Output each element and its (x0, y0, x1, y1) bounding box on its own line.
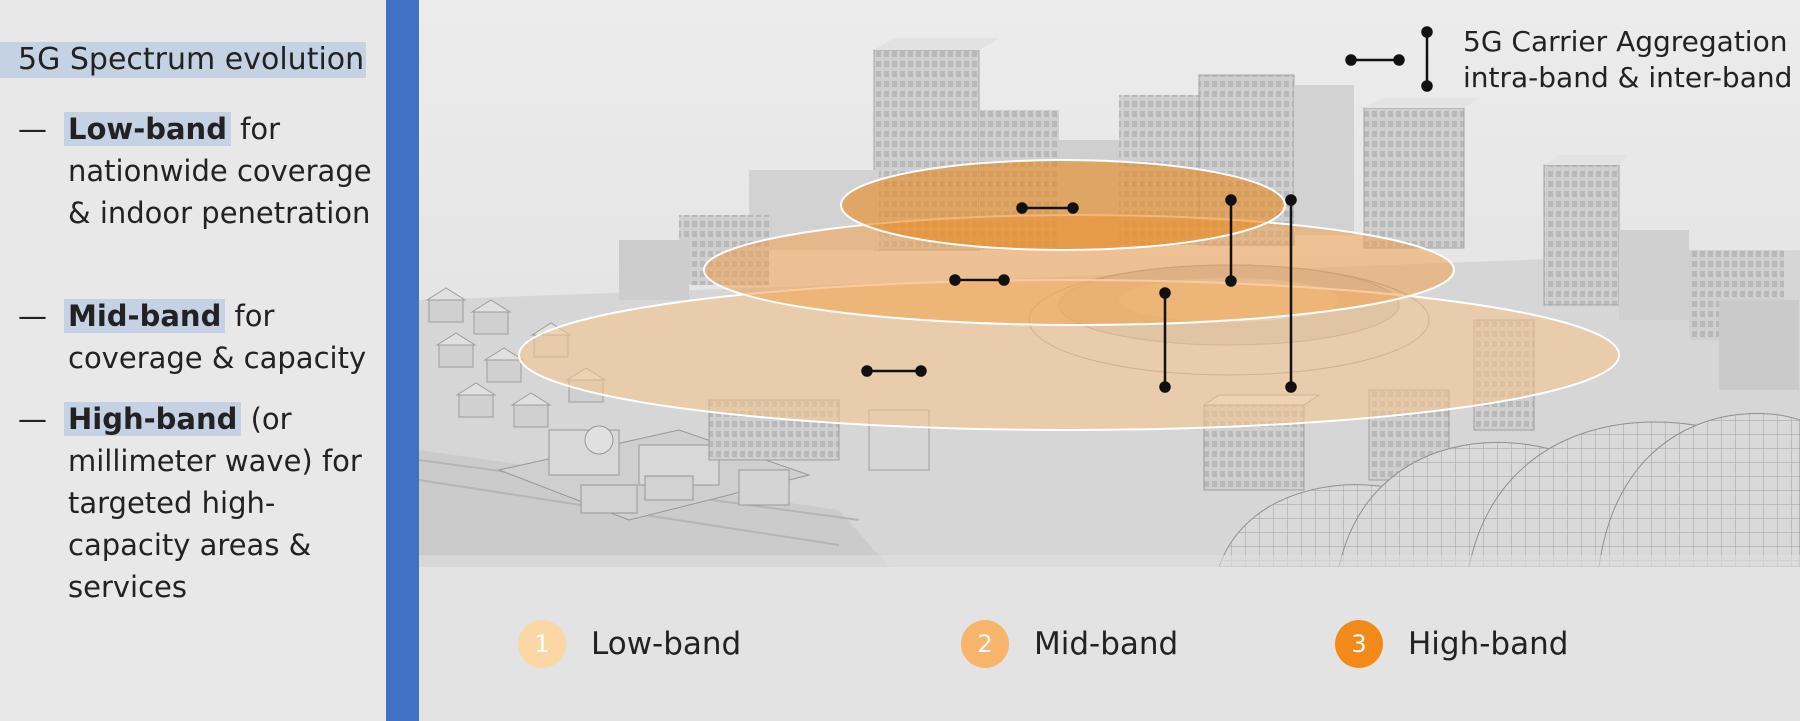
bullet-dash: — (18, 112, 47, 146)
legend-label-mid-band: Mid-band (1034, 626, 1179, 662)
city-spectrum-illustration (419, 0, 1800, 567)
intra-band-aggregation-markers (861, 202, 1079, 377)
carrier-aggregation-line-1: 5G Carrier Aggregation (1463, 25, 1788, 58)
bullet-high-band: — High-band (or millimeter wave) for tar… (0, 398, 372, 608)
carrier-aggregation-line-2: intra-band & inter-band (1463, 61, 1793, 94)
train-station-roofs (1218, 412, 1800, 567)
carrier-aggregation-icon (1345, 26, 1433, 92)
bullet-low-band: — Low-band for nationwide coverage & ind… (0, 108, 372, 234)
text-panel: 5G Spectrum evolution — Low-band for nat… (0, 0, 386, 721)
carrier-aggregation-label: 5G Carrier Aggregation intra-band & inte… (1463, 24, 1792, 96)
bullet-dash: — (18, 299, 47, 333)
bullet-term-high-band: High-band (64, 402, 242, 436)
slide-title: 5G Spectrum evolution (0, 42, 366, 78)
bullet-term-low-band: Low-band (64, 112, 231, 146)
bullet-term-mid-band: Mid-band (64, 299, 226, 333)
bullet-text-mid-band: for coverage & capacity (68, 299, 367, 375)
high-band-coverage-disc (840, 159, 1286, 251)
accent-divider-bar (386, 0, 419, 721)
bullet-dash: — (18, 402, 47, 436)
bullet-text-high-band: (or millimeter wave) for targeted high-c… (68, 402, 362, 604)
bullet-mid-band: — Mid-band for coverage & capacity (0, 295, 372, 379)
legend-badge-1: 1 (518, 620, 566, 668)
bullet-text-low-band: for nationwide coverage & indoor penetra… (68, 112, 372, 230)
legend-label-high-band: High-band (1408, 626, 1569, 662)
legend-badge-2: 2 (961, 620, 1009, 668)
legend-badge-3: 3 (1335, 620, 1383, 668)
legend-label-low-band: Low-band (591, 626, 742, 662)
legend-strip (419, 567, 1800, 721)
inter-band-aggregation-markers (1159, 194, 1297, 393)
